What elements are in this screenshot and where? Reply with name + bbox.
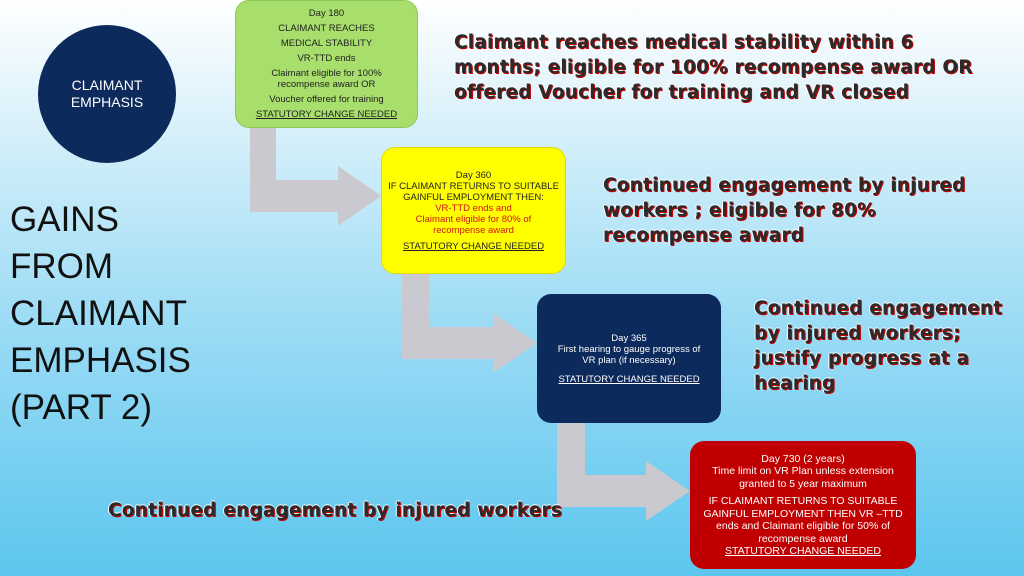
step-day-label: Day 365 bbox=[611, 332, 647, 344]
step-line: MEDICAL STABILITY bbox=[280, 38, 373, 49]
callout-day-365: Continued engagement by injured workers;… bbox=[754, 298, 1003, 394]
step-day-360: Day 360 IF CLAIMANT RETURNS TO SUITABLE … bbox=[381, 147, 566, 274]
title-line: CLAIMANT bbox=[10, 294, 187, 333]
step-line: IF CLAIMANT RETURNS TO SUITABLE GAINFUL … bbox=[703, 495, 903, 545]
page-title: GAINS FROM CLAIMANT EMPHASIS (PART 2) bbox=[10, 196, 230, 431]
step-line: VR-TTD ends bbox=[297, 53, 356, 64]
step-line-red: Claimant eligible for 80% of recompense … bbox=[415, 213, 532, 236]
title-line: GAINS bbox=[10, 200, 119, 239]
claimant-emphasis-circle: CLAIMANT EMPHASIS bbox=[38, 25, 176, 163]
circle-label-line1: CLAIMANT bbox=[71, 77, 143, 93]
step-day-label: Day 180 bbox=[308, 8, 345, 19]
title-line: (PART 2) bbox=[10, 388, 152, 427]
callout-continued-engagement: Continued engagement by injured workers bbox=[108, 500, 563, 521]
circle-label-line2: EMPHASIS bbox=[70, 94, 144, 110]
title-line: FROM bbox=[10, 247, 114, 286]
title-line: EMPHASIS bbox=[10, 341, 191, 380]
statutory-change-note: STATUTORY CHANGE NEEDED bbox=[402, 240, 545, 252]
arrow-step3-to-step4 bbox=[557, 423, 690, 521]
step-day-180: Day 180 CLAIMANT REACHES MEDICAL STABILI… bbox=[235, 0, 418, 128]
step-day-label: Day 360 bbox=[455, 169, 492, 181]
step-day-label: Day 730 (2 years) bbox=[761, 452, 845, 465]
callout-day-360: Continued engagement by injured workers … bbox=[603, 175, 966, 246]
step-line: IF CLAIMANT RETURNS TO SUITABLE GAINFUL … bbox=[388, 180, 559, 203]
statutory-change-note: STATUTORY CHANGE NEEDED bbox=[725, 545, 881, 557]
step-line: CLAIMANT REACHES bbox=[278, 23, 375, 34]
step-day-730: Day 730 (2 years) Time limit on VR Plan … bbox=[690, 441, 916, 569]
arrow-step2-to-step3 bbox=[402, 274, 537, 373]
step-line: Time limit on VR Plan unless extension g… bbox=[712, 465, 894, 490]
step-line: First hearing to gauge progress of VR pl… bbox=[557, 343, 701, 366]
statutory-change-note: STATUTORY CHANGE NEEDED bbox=[255, 109, 398, 120]
arrow-step1-to-step2 bbox=[250, 128, 381, 226]
step-line-red: VR-TTD ends and bbox=[435, 202, 512, 214]
callout-day-180: Claimant reaches medical stability withi… bbox=[454, 32, 973, 103]
step-line: Claimant eligible for 100% recompense aw… bbox=[271, 68, 382, 90]
step-line: Voucher offered for training bbox=[269, 94, 384, 105]
step-day-365: Day 365 First hearing to gauge progress … bbox=[537, 294, 721, 423]
statutory-change-note: STATUTORY CHANGE NEEDED bbox=[558, 373, 700, 385]
